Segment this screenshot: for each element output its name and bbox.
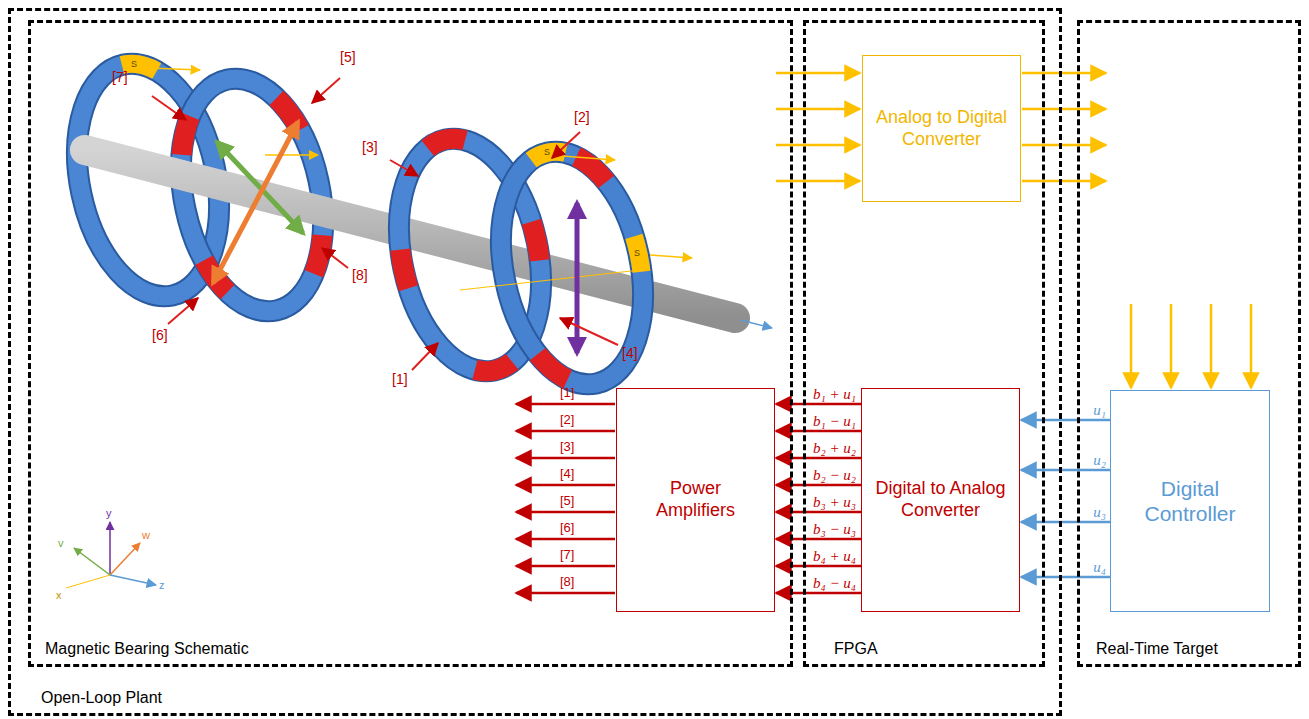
callout-leaders xyxy=(152,78,618,370)
target-region: Real-Time Target Digital Controller xyxy=(1077,20,1301,667)
axis-arrow xyxy=(74,548,110,575)
signal-name: u₂ xyxy=(1091,453,1108,468)
signal-name: b₂ − u₂ xyxy=(811,468,858,483)
plant-region: Open-Loop Plant Magnetic Bearing Schemati… xyxy=(8,8,1062,716)
region-title: Open-Loop Plant xyxy=(41,689,162,707)
signal-name: u₄ xyxy=(1091,560,1108,575)
force-axis-v xyxy=(217,142,303,233)
signal-arrow xyxy=(1021,521,1110,524)
callout-number: [7] xyxy=(112,70,128,84)
signal-arrow xyxy=(776,457,861,460)
callout-number: [2] xyxy=(574,110,590,124)
box-title: Analog to Digital Converter xyxy=(875,107,1008,150)
axis-arrow xyxy=(109,522,111,575)
axis-label: v xyxy=(58,538,64,549)
signal-arrow xyxy=(776,484,861,487)
signal-name: b₄ − u₄ xyxy=(811,576,858,591)
axis-label: z xyxy=(159,580,165,591)
converter-box: Digital to Analog Converter xyxy=(861,388,1020,612)
output-number: [7] xyxy=(560,548,574,561)
box-title: Digital to Analog Converter xyxy=(874,478,1007,521)
sensor-mark: S xyxy=(544,148,550,157)
signal-name: u₁ xyxy=(1091,403,1108,418)
output-number: [4] xyxy=(560,467,574,480)
axis-arrow xyxy=(110,575,156,585)
signal-name: b₁ + u₁ xyxy=(811,387,858,402)
output-number: [8] xyxy=(560,575,574,588)
signal-arrow xyxy=(776,592,861,595)
output-number: [6] xyxy=(560,521,574,534)
callout-number: [1] xyxy=(392,372,408,386)
sensor-arrow xyxy=(150,68,200,70)
sensor-mark: S xyxy=(634,249,640,258)
schematic-region: Magnetic Bearing Schematic Power Amplifie… xyxy=(28,20,793,667)
signal-name: b₄ + u₄ xyxy=(811,549,858,564)
axis-label: w xyxy=(142,530,150,541)
box-title: Digital Controller xyxy=(1123,476,1257,526)
callout-number: [3] xyxy=(362,140,378,154)
region-title: FPGA xyxy=(834,640,878,658)
callout-number: [6] xyxy=(152,328,168,342)
output-number: [3] xyxy=(560,440,574,453)
force-axis-w xyxy=(213,122,298,283)
callout-number: [5] xyxy=(340,50,356,64)
callout-number: [8] xyxy=(352,268,368,282)
axis-label: x xyxy=(56,590,62,601)
axis-arrow xyxy=(740,320,772,328)
axis-arrow xyxy=(110,543,140,575)
signal-arrow xyxy=(1021,576,1110,579)
box-title: Power Amplifiers xyxy=(629,478,762,521)
sensor-arrow xyxy=(265,154,318,156)
signal-name: b₂ + u₂ xyxy=(811,441,858,456)
signal-name: b₃ + u₃ xyxy=(811,495,858,510)
controller-box: Digital Controller xyxy=(1110,390,1270,612)
sensor-arrow xyxy=(562,156,615,160)
signal-arrow xyxy=(1021,419,1110,422)
signal-arrow xyxy=(1021,469,1110,472)
callout-number: [4] xyxy=(622,346,638,360)
signal-arrow xyxy=(776,430,861,433)
sensor-arrow xyxy=(460,270,640,290)
output-number: [1] xyxy=(560,386,574,399)
output-number: [5] xyxy=(560,494,574,507)
sensor-mark: S xyxy=(131,60,137,69)
signal-name: b₁ − u₁ xyxy=(811,414,858,429)
signal-arrow xyxy=(776,538,861,541)
bearing-ring xyxy=(481,138,663,397)
amplifier-box: Power Amplifiers xyxy=(616,388,775,612)
signal-name: u₃ xyxy=(1091,505,1108,520)
fpga-region: FPGA Analog to Digital ConverterDigital t… xyxy=(803,20,1045,667)
converter-box: Analog to Digital Converter xyxy=(862,55,1021,202)
amplifier-outputs xyxy=(516,404,615,593)
region-title: Real-Time Target xyxy=(1096,640,1218,658)
force-axis-y xyxy=(575,203,580,353)
axis-label: y xyxy=(106,508,112,519)
signal-arrow xyxy=(776,511,861,514)
signal-name: b₃ − u₃ xyxy=(811,522,858,537)
region-title: Magnetic Bearing Schematic xyxy=(45,640,249,658)
signal-arrow xyxy=(776,403,861,406)
signal-arrow xyxy=(776,565,861,568)
axis-arrow xyxy=(66,575,110,588)
output-number: [2] xyxy=(560,413,574,426)
sensor-arrow xyxy=(650,255,692,258)
